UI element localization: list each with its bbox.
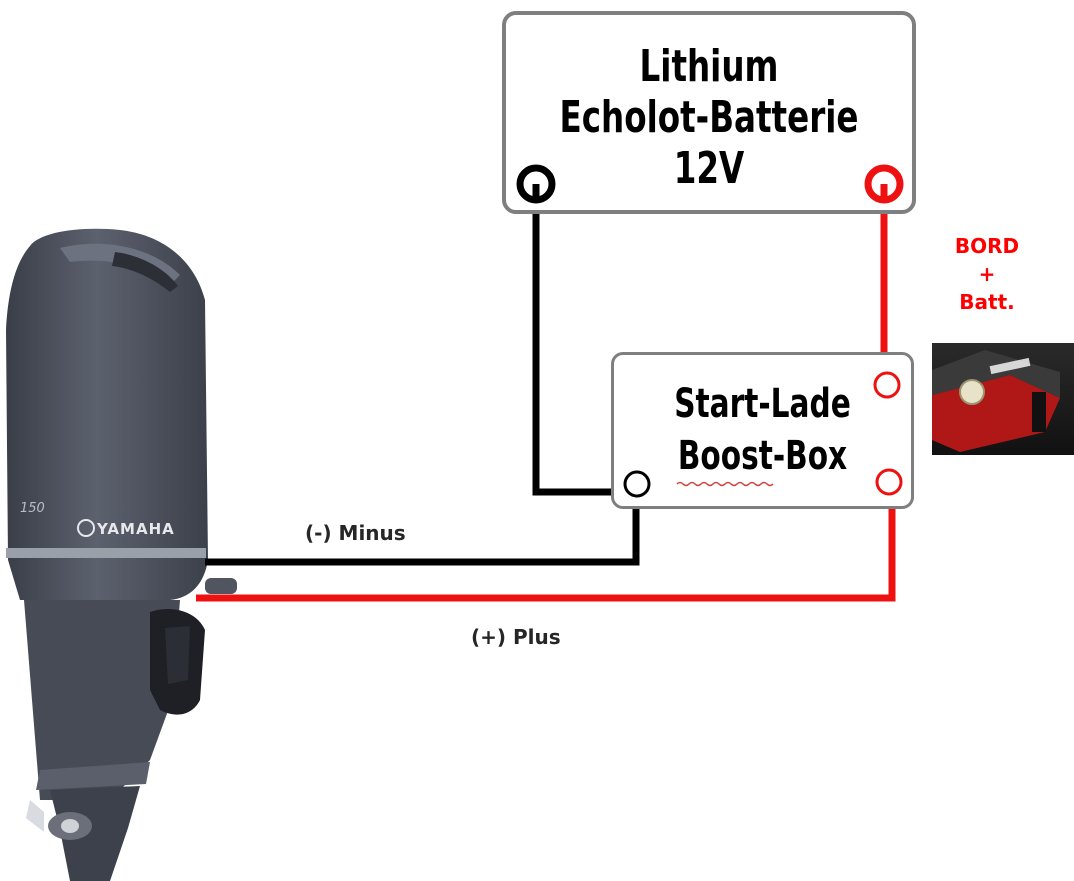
engine-chrome-strip <box>6 548 206 558</box>
battery-voltage: 12V <box>673 143 745 194</box>
lithium-battery-box: Lithium Echolot-Batterie 12V <box>502 11 916 214</box>
engine-vent <box>112 252 178 292</box>
engine-model-text: 150 <box>20 501 45 516</box>
engine-midsection <box>24 600 180 800</box>
engine-brand-text: YAMAHA <box>96 520 175 538</box>
outboard-engine: YAMAHA 150 <box>6 228 237 881</box>
engine-gearcase <box>50 786 140 881</box>
boost-box-title-line1: Start-Lade <box>674 381 851 427</box>
bord-label-line1: BORD <box>954 234 1020 258</box>
engine-plate <box>36 762 150 790</box>
engine-connector <box>205 578 237 594</box>
battery-title-line1: Lithium <box>639 41 779 92</box>
negative-wire <box>205 184 640 566</box>
battery-title-line2: Echolot-Batterie <box>559 92 859 143</box>
engine-cowling-highlight <box>60 243 180 285</box>
positive-wire-engine <box>196 486 896 602</box>
minus-wire-label: (-) Minus <box>305 521 406 545</box>
plus-wire-label: (+) Plus <box>471 625 561 649</box>
bord-battery-image <box>932 343 1074 455</box>
boost-box: Start-Lade Boost-Box <box>611 352 914 509</box>
boost-box-title-line2: Boost-Box <box>677 433 848 479</box>
bord-battery-label: BORD + Batt. <box>936 232 1038 316</box>
engine-bracket-detail <box>165 626 190 684</box>
engine-cowling <box>6 228 208 600</box>
bord-label-line2: + <box>978 262 996 286</box>
engine-logo-icon <box>77 519 95 537</box>
bord-label-line3: Batt. <box>959 290 1015 314</box>
